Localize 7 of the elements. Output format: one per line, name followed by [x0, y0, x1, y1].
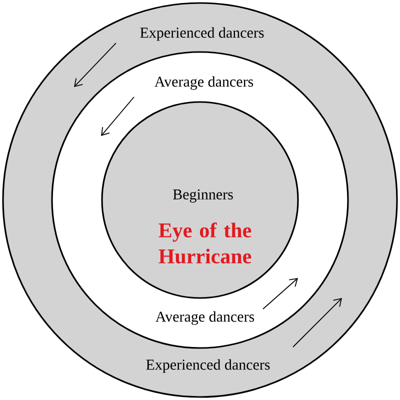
- ring-label: Experienced dancers: [146, 359, 270, 373]
- ring-label: Average dancers: [156, 311, 254, 325]
- title-text: Eye of the Hurricane: [158, 222, 252, 264]
- ring-label: Average dancers: [154, 76, 254, 90]
- ring-label: Beginners: [173, 189, 233, 203]
- ring-label: Experienced dancers: [140, 27, 264, 41]
- inner-circle: [101, 101, 299, 299]
